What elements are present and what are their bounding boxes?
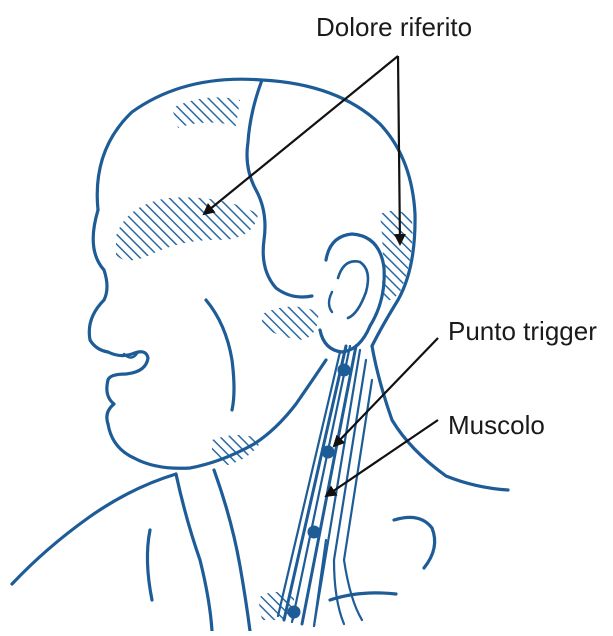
trigger-point-dot (338, 364, 351, 377)
trigger-point-dot (322, 446, 335, 459)
referred-pain-areas (116, 97, 413, 620)
trigger-point-dot (308, 526, 321, 539)
ear (320, 234, 384, 352)
referred-pain-label: Dolore riferito (316, 14, 472, 40)
pain-area-jaw (262, 306, 318, 340)
neck-shoulders (12, 346, 508, 631)
pain-area-temple (116, 197, 258, 260)
trigger-point-dot (288, 606, 301, 619)
head-outline (89, 79, 415, 468)
muscle-band (278, 346, 372, 626)
pain-area-crown (172, 97, 240, 128)
muscle-label: Muscolo (448, 412, 545, 438)
trigger-point-label: Punto trigger (448, 318, 597, 344)
